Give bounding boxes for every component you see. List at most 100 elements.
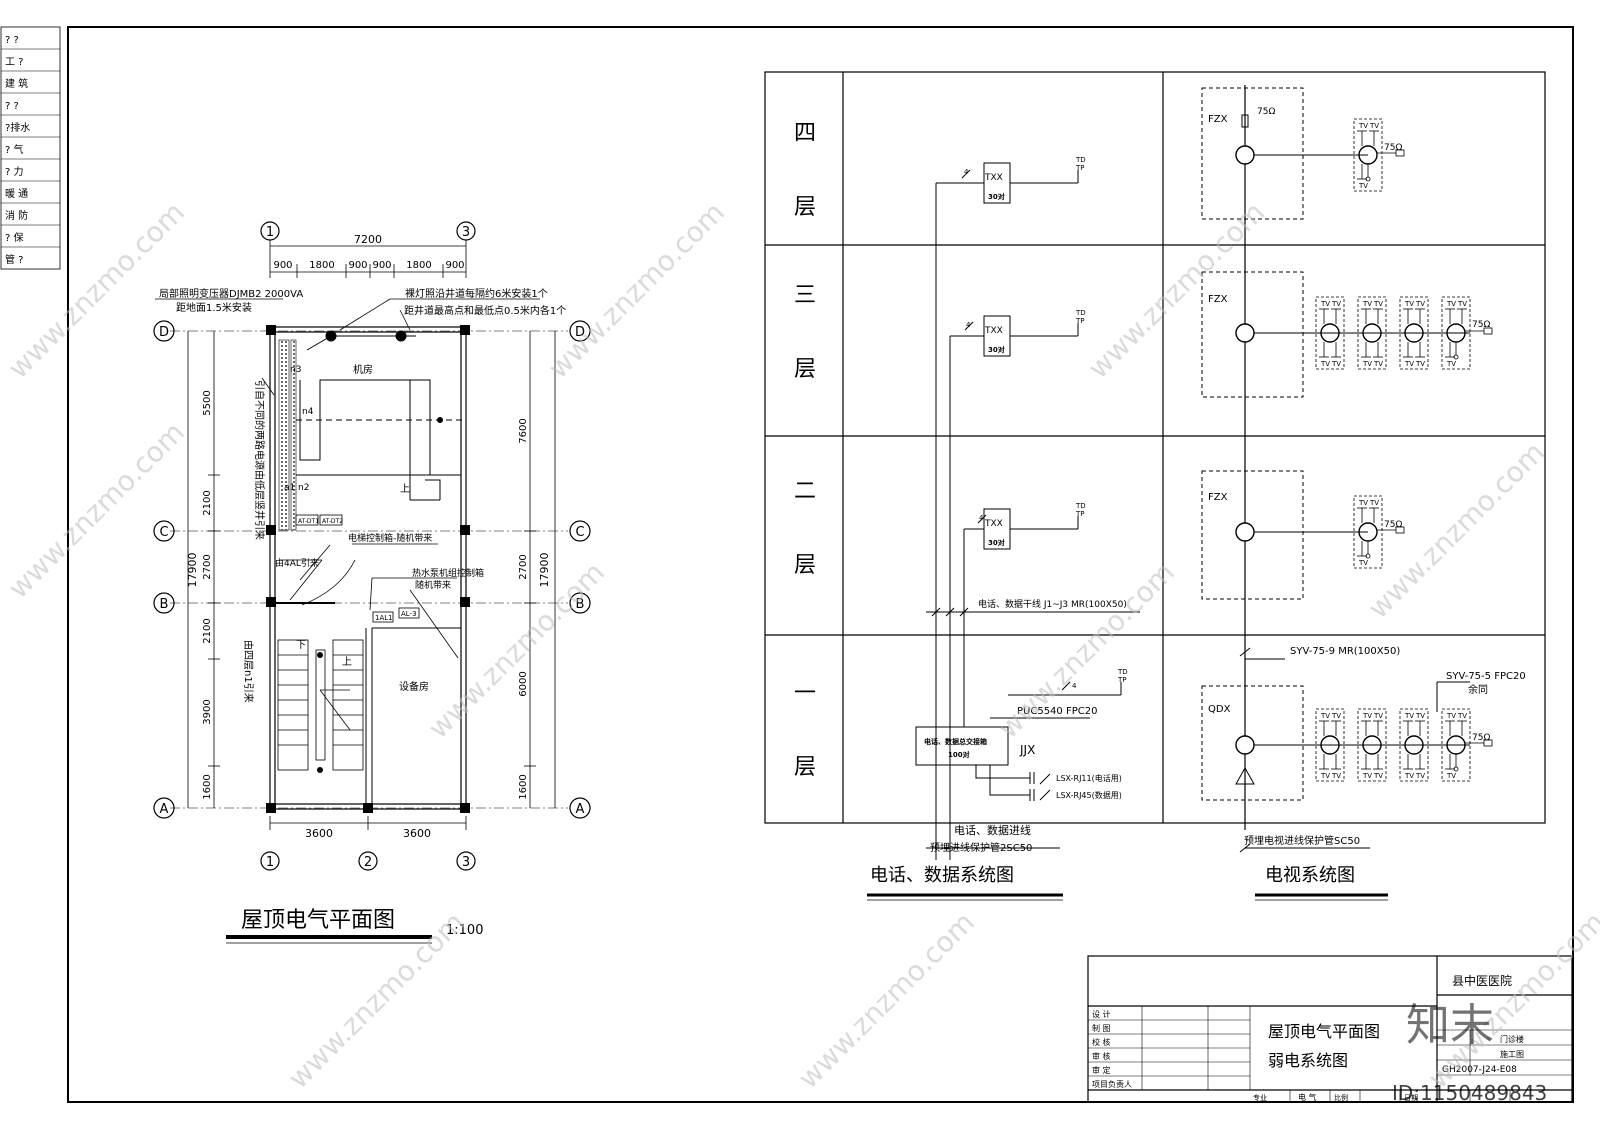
syv-9-label: SYV-75-9 MR(100X50) [1290, 646, 1400, 657]
txx-cap-4f: 30对 [988, 192, 1005, 201]
signature-role: 项目负责人 [1092, 1079, 1132, 1089]
scale-label: 比例 [1334, 1093, 1348, 1102]
strip-label: ? ? [5, 35, 19, 46]
note-lamp-position: 距井道最高点和最低点0.5米内各1个 [404, 304, 566, 317]
floor-label: 三 [794, 283, 816, 308]
circuit-n3: n3 [290, 365, 301, 375]
puc-label: PUC5540 FPC20 [1017, 706, 1097, 717]
dim-top-segment: 1800 [406, 260, 431, 271]
tv-title: 电视系统图 [1265, 865, 1355, 886]
drawing-name-1: 屋顶电气平面图 [1268, 1022, 1380, 1041]
dim-top-segment: 900 [445, 260, 464, 271]
lsx-rj45: LSX-RJ45(数据用) [1056, 790, 1122, 800]
dim-left-segment: 2700 [202, 554, 213, 579]
note-from-4f: 由四层n1引来 [242, 640, 255, 703]
tp-2f: TP [1075, 510, 1085, 518]
watermark-logo: 知末 [1406, 1000, 1494, 1051]
watermark-2: www.znzmo.com [542, 196, 731, 385]
dim-bottom-left: 3600 [305, 827, 333, 840]
floor-label: 层 [794, 755, 816, 780]
svg-text:1: 1 [266, 225, 274, 240]
dim-top-segment: 900 [372, 260, 391, 271]
axis-c-label: C [159, 525, 168, 540]
item-stage: 施工图 [1500, 1049, 1524, 1059]
note-elevator-box: 电梯控制箱-随机带来 [348, 532, 432, 544]
staircase [277, 639, 364, 771]
box-1al1: 1AL1 [375, 614, 393, 622]
note-power-source: 引自不同的两路电源由低层竖井引来 [253, 380, 266, 540]
tp-3f: TP [1075, 317, 1085, 325]
room-equipment: 设备房 [399, 680, 429, 693]
axis-c-label: C [575, 525, 584, 540]
watermark-3: www.znzmo.com [1082, 196, 1271, 385]
strip-label: 暖 通 [5, 187, 28, 200]
floor-label: 层 [794, 195, 816, 220]
dim-top-segment: 900 [348, 260, 367, 271]
dim-right-segment: 7600 [518, 418, 529, 443]
jjx-label: JJX [1019, 743, 1035, 757]
dim-left-segment: 2100 [202, 618, 213, 643]
axis-3-bottom: 3 [456, 851, 476, 871]
date-label: 日期 [1404, 1094, 1418, 1102]
tv-system: FZX FZX FZX QDX 75Ω 75Ω 75Ω 75Ω 75Ω SYV-… [1201, 85, 1526, 901]
ohm-2f-end: 75Ω [1384, 520, 1402, 530]
ohm-4f-head: 75Ω [1257, 107, 1275, 117]
item-building: 门诊楼 [1500, 1034, 1524, 1044]
axis-c-circle [569, 520, 591, 542]
note-hot-water-supplied: 随机带来 [415, 579, 451, 591]
box-al3: AL-3 [401, 610, 417, 618]
telephone-data-system: TXX 30对 TXX 30对 TXX 30对 TD TP TD TP TD T… [867, 156, 1140, 901]
strip-label: ? 气 [5, 143, 24, 156]
stair-down: 下 [296, 640, 306, 651]
strip-label: 建 筑 [5, 77, 28, 90]
axis-3-top: 3 [456, 221, 476, 241]
svg-text:2: 2 [364, 855, 372, 870]
tp-1f: TP [1117, 676, 1127, 684]
svg-text:3: 3 [462, 225, 470, 240]
watermark-id: ID:1150489843 [1392, 1081, 1547, 1105]
axis-d-label: D [575, 325, 585, 340]
svg-text:3: 3 [462, 855, 470, 870]
specialty-label: 专业 [1253, 1093, 1267, 1102]
fzx-4f: FZX [1208, 114, 1228, 125]
td-2f: TD [1075, 502, 1086, 510]
axis-1-top: 1 [260, 221, 280, 241]
strip-label: ? 力 [5, 165, 24, 178]
signature-role: 审 定 [1092, 1065, 1111, 1075]
strip-label: ? 保 [5, 231, 24, 244]
plan-title: 屋顶电气平面图 [241, 908, 395, 933]
qdx-1f: QDX [1208, 704, 1231, 715]
note-from-4al: 由4AL引来 [275, 557, 319, 569]
axis-b-label: B [576, 597, 585, 612]
fzx-2f: FZX [1208, 492, 1228, 503]
ohm-3f-end: 75Ω [1472, 320, 1490, 330]
floor-label: 四 [794, 121, 816, 146]
pair-3f: 4 [966, 321, 971, 329]
txx-cap-3f: 30对 [988, 345, 1005, 354]
dim-right-segment: 2700 [518, 554, 529, 579]
pair-2f: 4 [979, 514, 984, 522]
signature-role: 设 计 [1092, 1009, 1111, 1019]
room-machine: 机房 [353, 363, 373, 376]
dim-right-segment: 6000 [518, 671, 529, 696]
tele-incoming-label: 电话、数据进线 [954, 823, 1031, 837]
axis-a-label: A [160, 802, 169, 817]
signature-role: 审 核 [1092, 1051, 1111, 1061]
txx-cap-2f: 30对 [988, 538, 1005, 547]
dim-left-segment: 5500 [202, 390, 213, 415]
axis-2-bottom: 2 [358, 851, 378, 871]
plan-scale: 1:100 [446, 923, 483, 938]
strip-frame [0, 26, 61, 270]
pair-1f: 4 [1072, 682, 1077, 690]
strip-label: ? ? [5, 101, 19, 112]
circuit-n2: n2 [298, 483, 309, 493]
dim-bottom-right: 3600 [403, 827, 431, 840]
dim-left-segment: 3900 [202, 699, 213, 724]
lsx-rj11: LSX-RJ11(电话用) [1056, 773, 1122, 783]
axis-b-label: B [160, 597, 169, 612]
dim-left-segment: 1600 [202, 774, 213, 799]
txx-4f: TXX [984, 173, 1003, 183]
axis-a-circle [569, 797, 591, 819]
